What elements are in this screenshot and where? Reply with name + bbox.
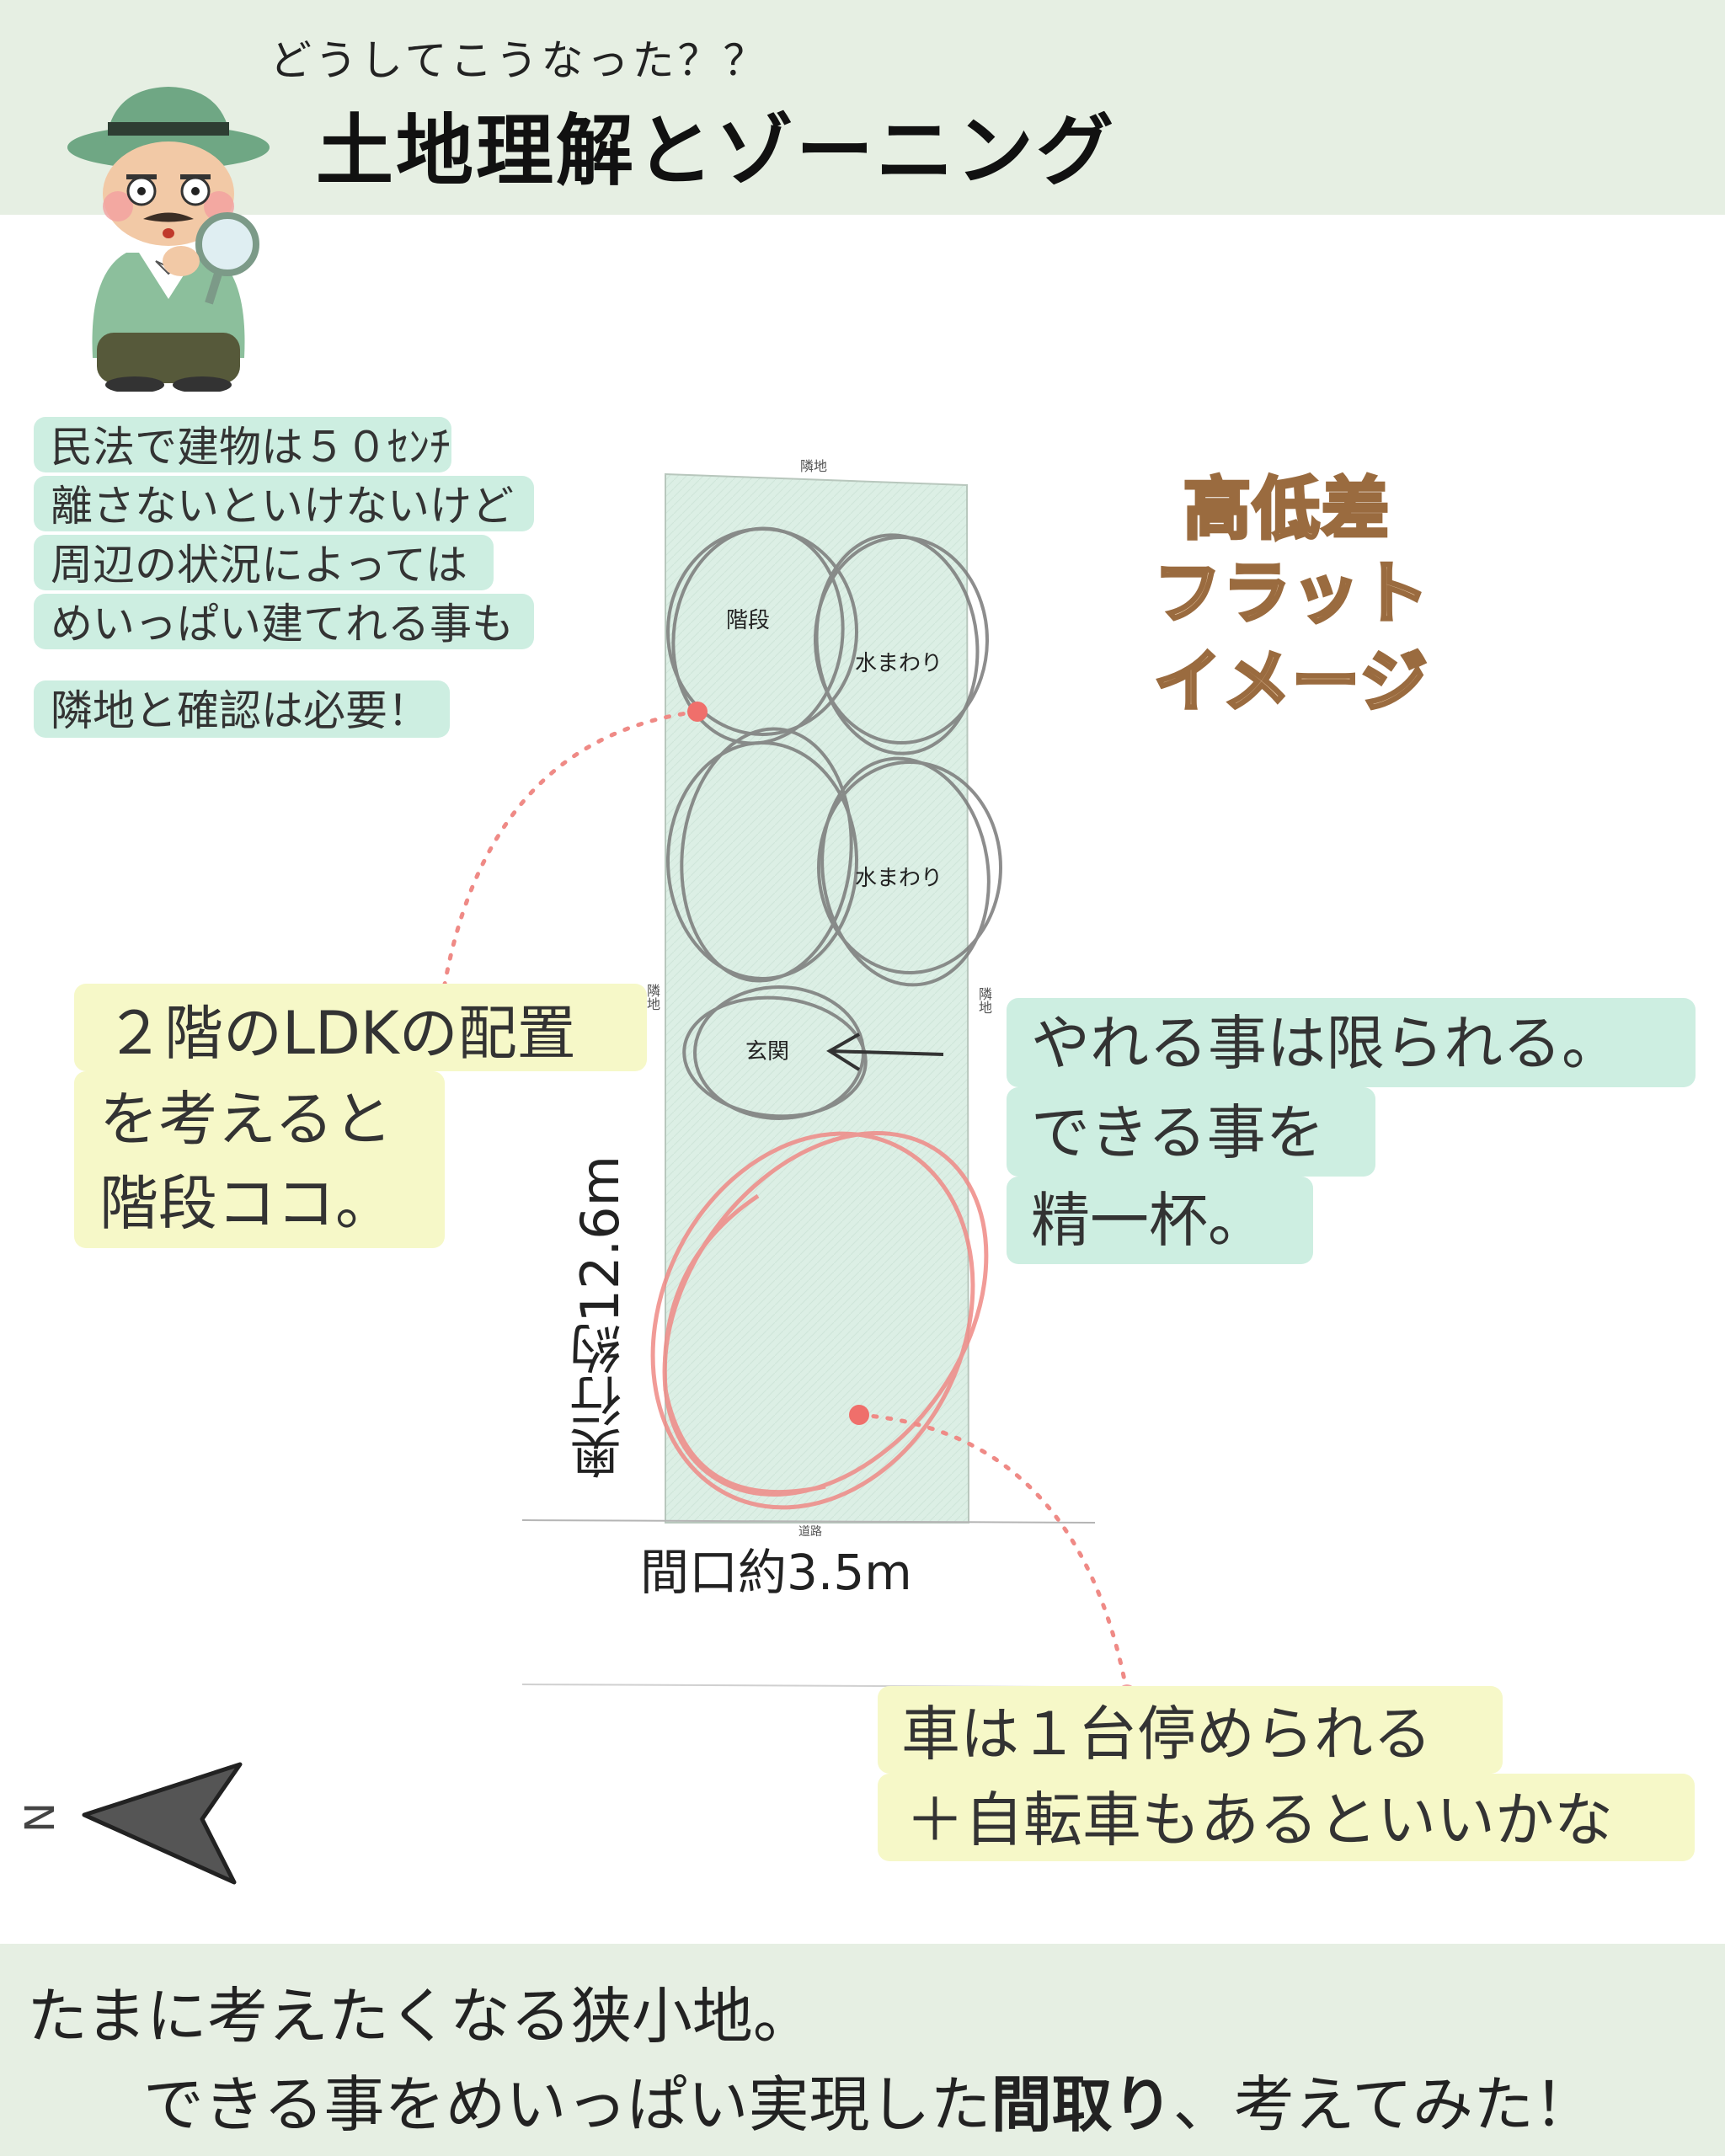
marker-parking	[849, 1405, 869, 1425]
footer-line-2: できる事をめいっぱい実現した間取り、考えてみた！	[143, 2055, 1594, 2143]
page-title: 土地理解とゾーニング	[316, 106, 1117, 196]
entrance-arrow-icon	[826, 1033, 944, 1071]
edge-label-right: 隣地	[976, 987, 992, 1014]
ldk-callout-line-1: ２階のLDKの配置	[105, 999, 576, 1068]
footer-line-1: たまに考えたくなる狭小地。	[27, 1981, 814, 2052]
car-callout-line-1: 車は１台停められる	[901, 1700, 1432, 1769]
footer-line-2-pre: できる事をめいっぱい実現した	[143, 2069, 991, 2140]
ldk-callout-bg-1	[74, 984, 647, 1071]
label-water2: 水まわり	[855, 866, 943, 891]
limits-callout-bg-1	[1007, 998, 1696, 1087]
car-callout-bg-2	[878, 1774, 1695, 1861]
edge-label-left: 隣地	[644, 984, 660, 1011]
footer-band	[0, 1944, 1725, 2156]
note-highlight-3	[34, 535, 494, 590]
limits-callout-line-1: やれる事は限られる。	[1031, 1009, 1621, 1078]
tag-height-difference: 高低差	[1182, 468, 1391, 550]
zone-ldk-circle	[666, 741, 858, 980]
car-callout-line-2: ＋自転車もあるといいかな	[905, 1785, 1613, 1854]
limits-callout-line-2: できる事を	[1031, 1098, 1325, 1167]
note-highlight-2	[34, 476, 534, 531]
note-line-4: めいっぱい建てれる事も	[51, 600, 514, 648]
label-water1: 水まわり	[855, 651, 943, 676]
edge-label-bottom: 道路	[798, 1525, 822, 1539]
limits-callout-bg-3	[1007, 1177, 1313, 1264]
limits-callout-line-3: 精一杯。	[1031, 1186, 1267, 1255]
ldk-callout-line-3: 階段ココ。	[99, 1169, 394, 1238]
frontage-dimension: 間口約3.5m	[640, 1544, 912, 1601]
note-line-3: 周辺の状況によっては	[51, 541, 467, 590]
limits-callout-bg-2	[1007, 1087, 1375, 1177]
car-callout-bg-1	[878, 1686, 1503, 1774]
leader-parking	[857, 1412, 1130, 1695]
depth-dimension: 奥行約12.6m	[569, 1155, 631, 1480]
footer-line-2-bold: 間取り	[991, 2069, 1173, 2140]
edge-label-top: 隣地	[800, 458, 828, 474]
note-line-2: 離さないといけないけど	[51, 482, 514, 531]
note-highlight-1	[34, 417, 451, 472]
note-highlight-5	[34, 680, 450, 738]
road-line-front	[521, 1519, 1096, 1524]
footer-line-2-post: 、考えてみた！	[1172, 2069, 1594, 2140]
header-band	[0, 0, 1725, 215]
tag-flat: フラット	[1152, 552, 1430, 634]
parking-circle	[650, 1130, 989, 1510]
marker-stairs	[687, 702, 708, 722]
note-highlight-4	[34, 594, 534, 649]
zone-water2-circle	[817, 760, 1002, 974]
tag-image: イメージ	[1152, 641, 1429, 723]
note-sub: 隣地と確認は必要！	[51, 686, 430, 735]
north-arrow-icon	[82, 1762, 243, 1885]
page-subtitle: どうしてこうなった？？	[270, 36, 769, 85]
label-stairs: 階段	[726, 608, 771, 633]
note-line-1: 民法で建物は５０ｾﾝﾁ	[51, 423, 451, 472]
detective-with-magnifier-icon	[67, 87, 270, 392]
label-entrance: 玄関	[745, 1039, 790, 1065]
compass-north-label: N	[16, 1802, 64, 1833]
ldk-callout-bg-2	[74, 1071, 445, 1248]
ldk-callout-line-2: を考えると	[99, 1085, 393, 1154]
leader-stairs	[435, 709, 700, 1032]
